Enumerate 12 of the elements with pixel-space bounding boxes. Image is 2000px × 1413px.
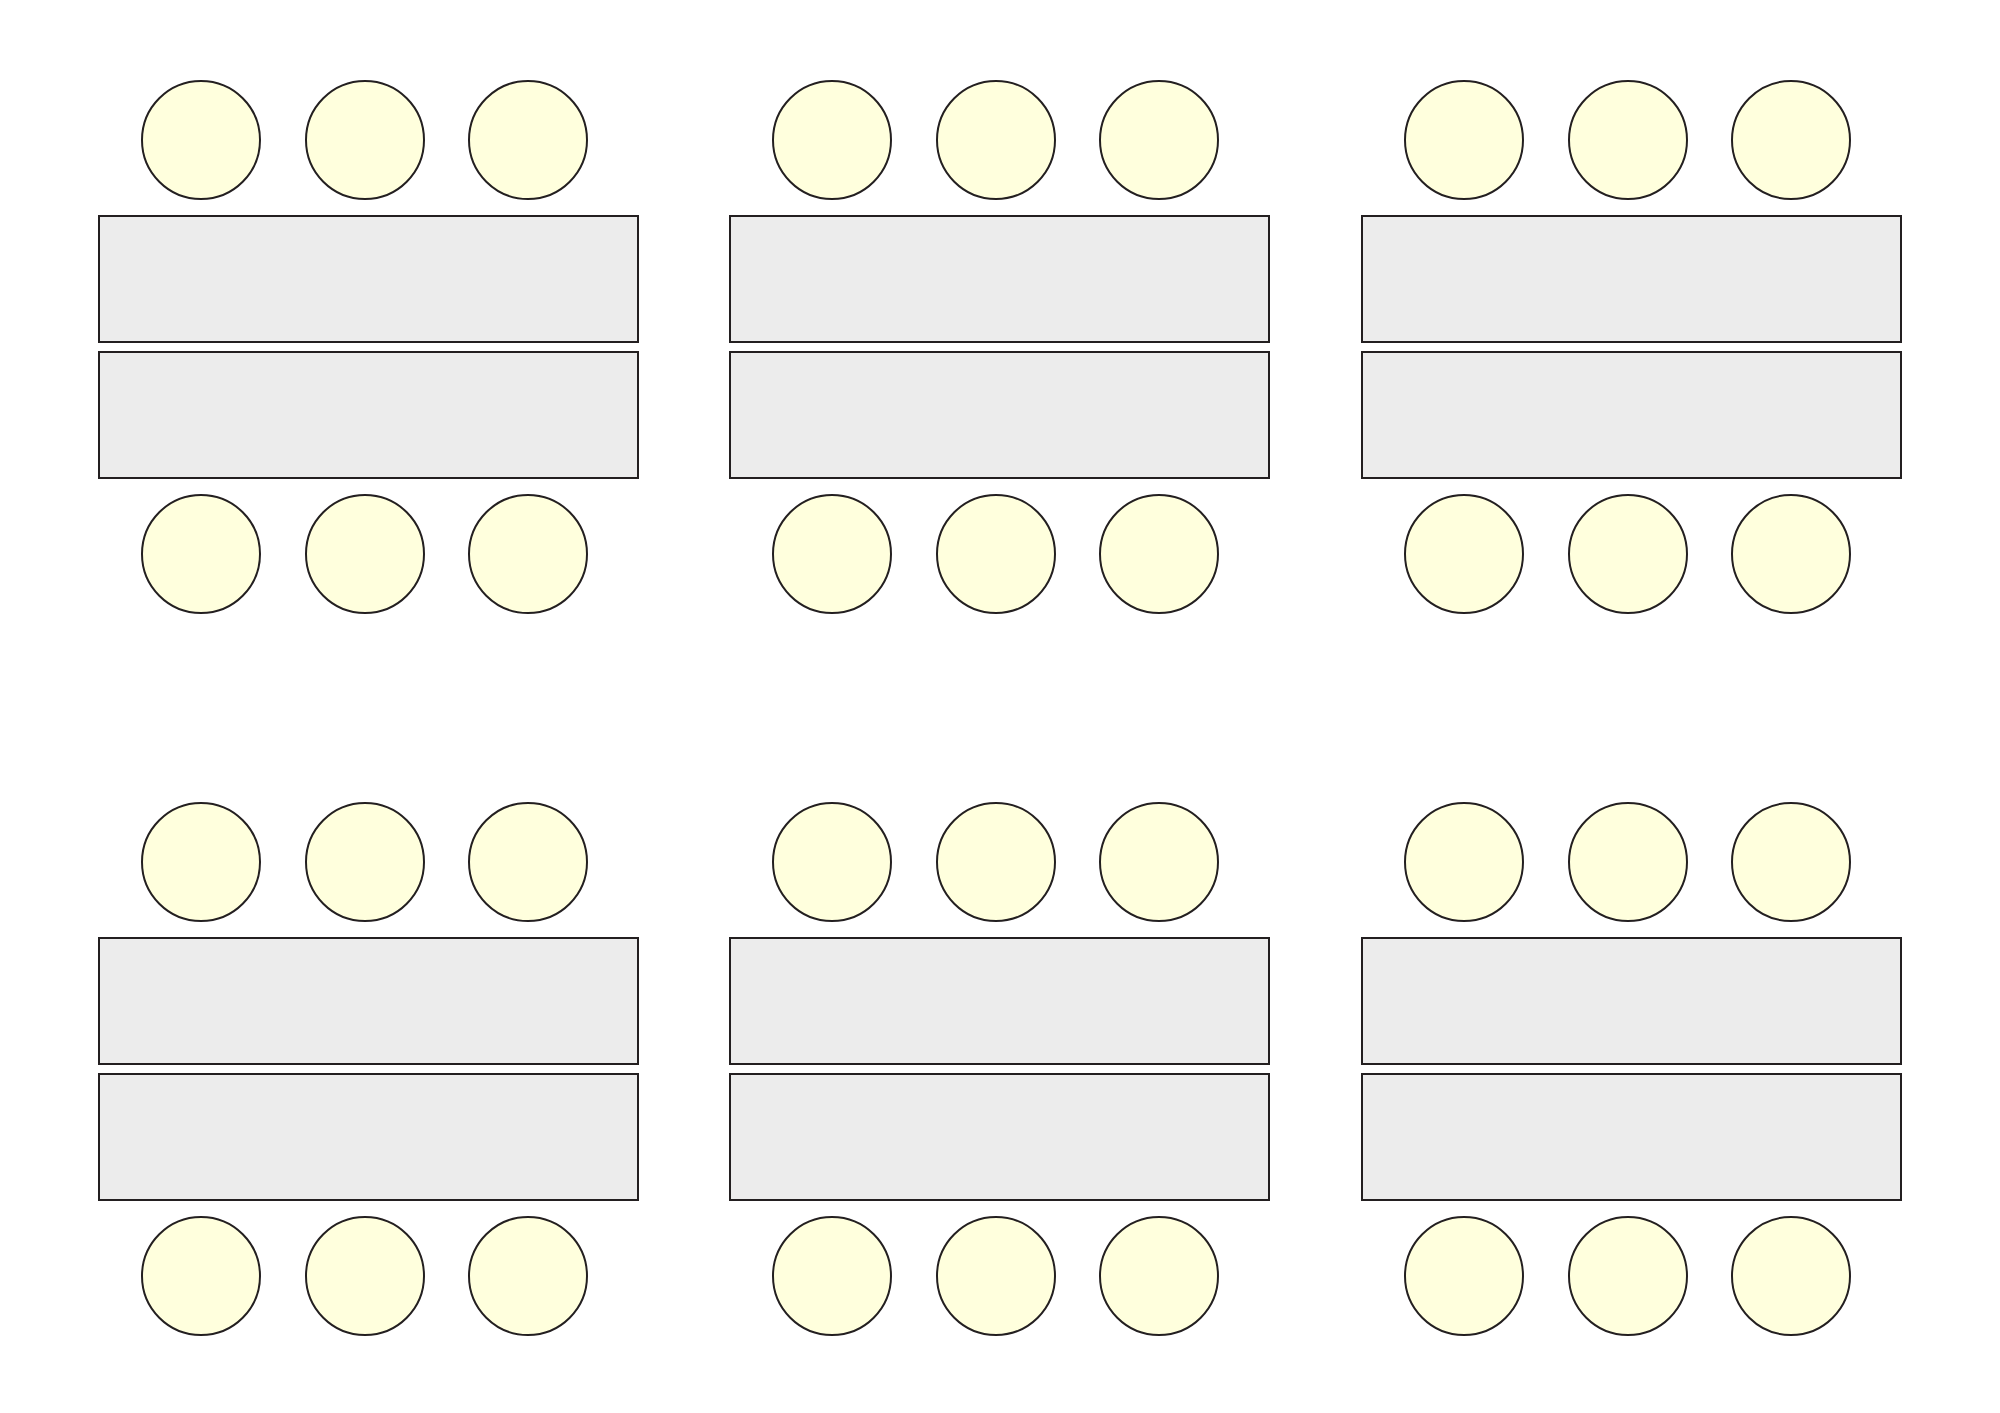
table-rectangle (98, 1073, 639, 1201)
table-rectangle (98, 351, 639, 479)
table-rectangle (1361, 937, 1902, 1065)
table-rectangle (1361, 351, 1902, 479)
table-rectangle (98, 215, 639, 343)
table-rectangle (1361, 1073, 1902, 1201)
table-rectangle (98, 937, 639, 1065)
table-rectangle (729, 215, 1270, 343)
table-rectangle (729, 937, 1270, 1065)
table-rectangle (729, 351, 1270, 479)
table-rectangle (729, 1073, 1270, 1201)
table-rectangle (1361, 215, 1902, 343)
